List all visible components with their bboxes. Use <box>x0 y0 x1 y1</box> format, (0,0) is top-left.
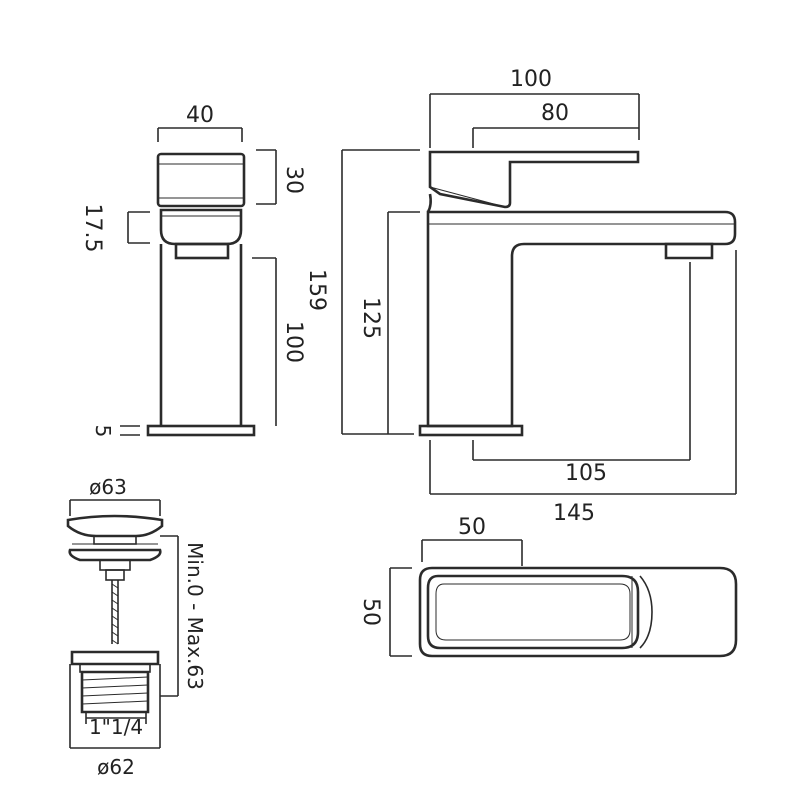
front-body <box>426 210 737 428</box>
side-body-height-label: 100 <box>281 321 306 363</box>
front-spout-reach-label: 105 <box>565 461 607 486</box>
side-base <box>146 424 256 437</box>
waste-base-diameter-label: ø62 <box>97 755 135 779</box>
side-aerator <box>174 242 230 260</box>
side-view: 40 30 17.5 100 5 <box>80 103 306 437</box>
top-view: 50 50 <box>358 515 738 658</box>
top-body-outline <box>418 566 738 658</box>
top-width-label: 50 <box>458 515 486 540</box>
front-handle-reach-outer-label: 100 <box>510 67 552 92</box>
top-depth-label: 50 <box>358 598 383 626</box>
front-spout-height-label: 125 <box>358 297 383 339</box>
front-handle <box>428 150 640 209</box>
waste-cap-diameter-label: ø63 <box>89 475 127 499</box>
front-total-depth-label: 145 <box>553 501 595 526</box>
side-handle-height-label: 30 <box>281 166 306 194</box>
front-total-height-label: 159 <box>304 269 329 311</box>
waste-body <box>80 670 150 714</box>
waste-range-label: Min.0 - Max.63 <box>183 542 207 690</box>
waste-cap <box>66 514 164 538</box>
side-collar <box>159 208 243 246</box>
front-base <box>418 424 524 437</box>
waste-thread-label: 1"1/4 <box>89 715 143 739</box>
side-handle <box>156 152 246 208</box>
waste-view: ø63 Min.0 - Max.63 1"1/4 ø62 <box>66 475 207 779</box>
side-gap-label: 17.5 <box>80 204 105 253</box>
front-view: 100 80 159 125 105 145 <box>304 67 737 526</box>
front-handle-reach-inner-label: 80 <box>541 101 569 126</box>
waste-flange <box>70 650 160 666</box>
front-aerator <box>664 242 714 260</box>
top-handle-outline <box>426 574 640 650</box>
side-base-label: 5 <box>91 425 115 438</box>
side-width-label: 40 <box>186 103 214 128</box>
